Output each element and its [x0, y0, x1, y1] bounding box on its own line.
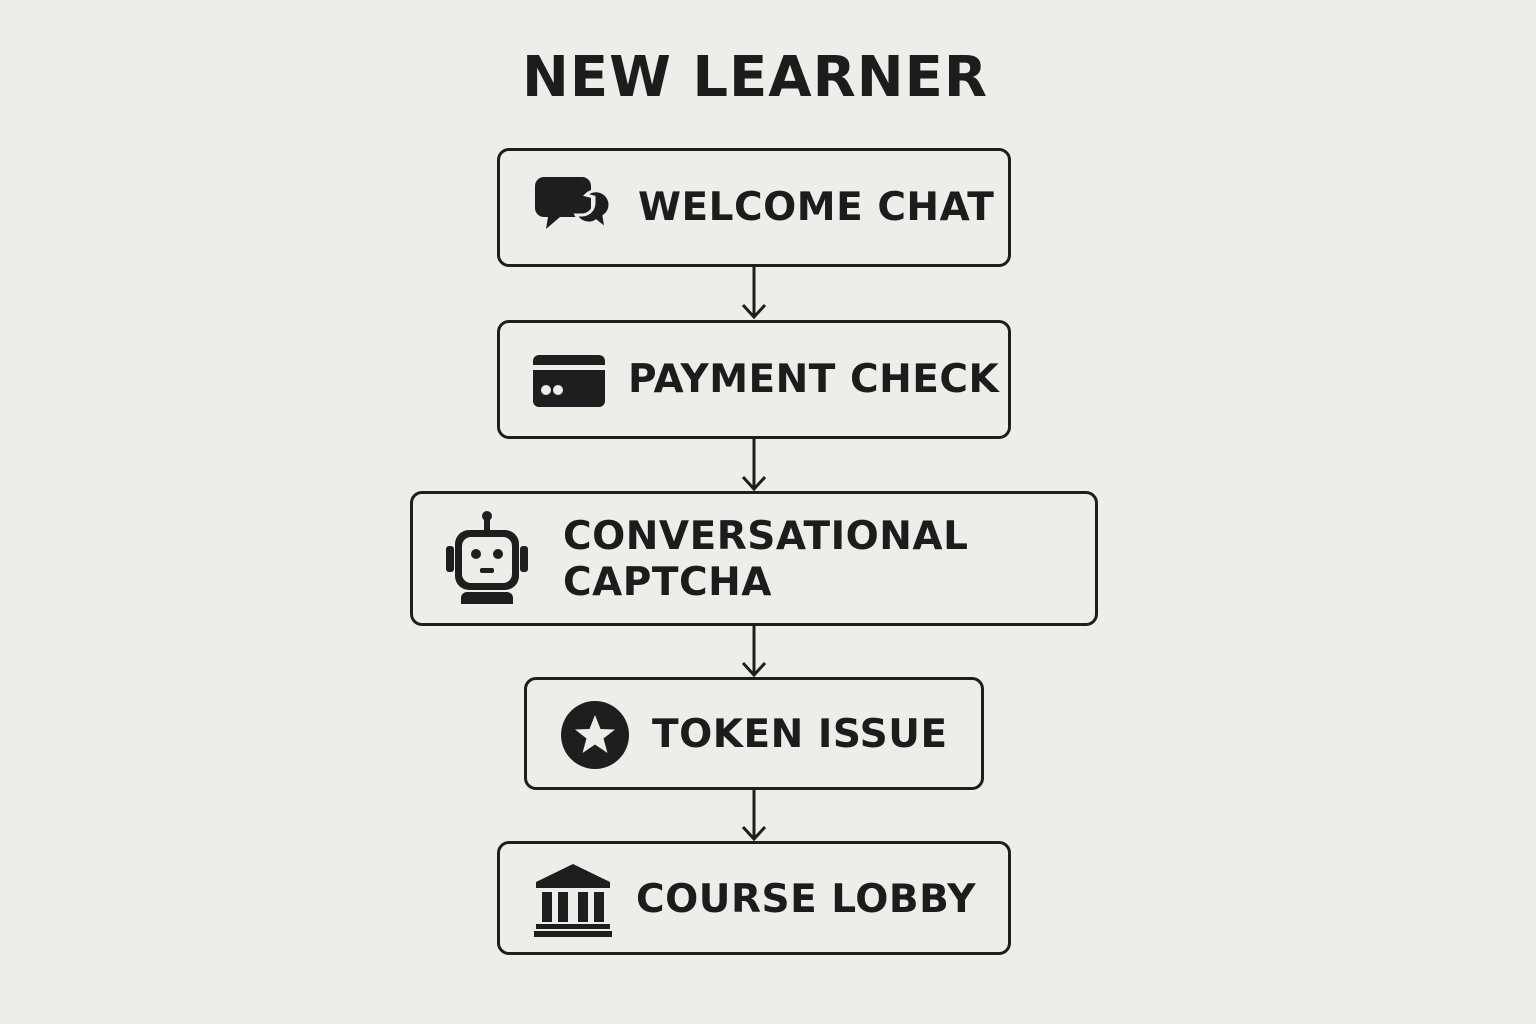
- arrow-4: [741, 790, 767, 842]
- diagram-title: NEW LEARNER: [521, 45, 989, 110]
- step-label: TOKEN ISSUE: [652, 712, 948, 757]
- star-badge-icon: [560, 700, 630, 770]
- credit-card-icon: [532, 353, 608, 409]
- step-welcome-chat: WELCOME CHAT: [497, 148, 1011, 267]
- arrow-3: [741, 626, 767, 678]
- step-label: CONVERSATIONAL CAPTCHA: [563, 514, 969, 605]
- step-conversational-captcha: CONVERSATIONAL CAPTCHA: [410, 491, 1098, 626]
- chat-bubbles-icon: [534, 175, 616, 241]
- step-label: COURSE LOBBY: [636, 877, 976, 922]
- step-course-lobby: COURSE LOBBY: [497, 841, 1011, 955]
- robot-icon: [443, 510, 529, 606]
- bank-building-icon: [534, 862, 612, 938]
- step-payment-check: PAYMENT CHECK: [497, 320, 1011, 439]
- arrow-2: [741, 439, 767, 492]
- step-token-issue: TOKEN ISSUE: [524, 677, 984, 790]
- arrow-1: [741, 267, 767, 320]
- step-label: PAYMENT CHECK: [628, 357, 1000, 402]
- step-label: WELCOME CHAT: [638, 185, 995, 230]
